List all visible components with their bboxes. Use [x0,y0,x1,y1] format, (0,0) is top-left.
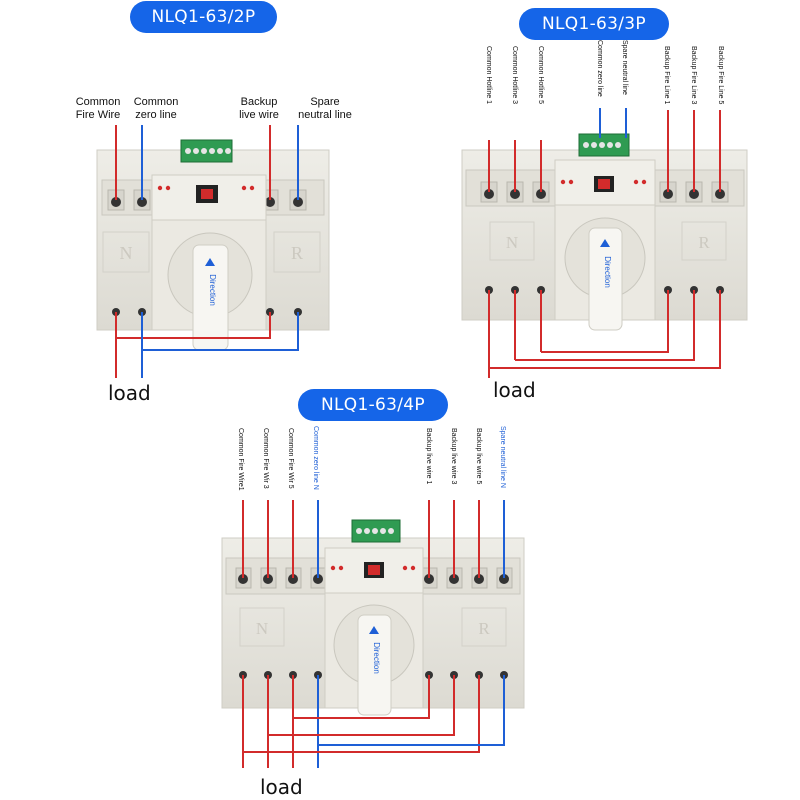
switch-4p: N R Direction [221,500,525,768]
label-3p-backup-fire-line-1: Backup Fire Line 1 [663,46,670,105]
load-label-4p: load [260,775,303,799]
knob-direction-text-4p: Direction [372,642,381,674]
label-4p-spare-neutral-line-n: Spare neutral line N [499,426,506,488]
label-3p-common-zero-line: Common zero line [596,40,603,97]
title-3p: NLQ1-63/3P [519,8,669,40]
label-4p-common-fire-wire-1: Common Fire Wire1 [237,428,244,491]
label-4p-common-fire-wir-3: Common Fire Wir 3 [262,428,269,489]
label-4p-backup-live-wire-5: Backup live wire 5 [475,428,482,485]
label-4p-backup-live-wire-1: Backup live wire 1 [425,428,432,485]
face-n-3p: N [506,233,518,252]
label-2p-common-zero-line: Common zero line [133,96,179,121]
label-2p-common-fire-wire: Common Fire Wire [75,96,121,121]
label-3p-common-hotline-5: Common Hotline 5 [537,46,544,104]
face-r-4p: R [478,619,490,638]
label-3p-backup-fire-line-5: Backup Fire Line 5 [717,46,724,105]
switch-3p: N R Direction [461,108,748,378]
face-r-2p: R [291,243,303,263]
label-4p-common-zero-line-n: Common zero line N [312,426,319,490]
label-2p-backup-live-wire: Backup live wire [239,96,279,121]
label-4p-common-fire-wir-5: Common Fire Wir 5 [287,428,294,489]
knob-direction-text: Direction [208,274,217,306]
label-2p-spare-neutral-line: Spare neutral line [298,96,352,121]
label-3p-common-hotline-3: Common Hotline 3 [511,46,518,104]
face-n-4p: N [256,619,268,638]
switch-2p: N R Direction [96,125,330,378]
label-3p-common-hotline-1: Common Hotline 1 [485,46,492,104]
label-3p-spare-neutral-line: Spare neutral line [621,40,628,95]
label-4p-backup-live-wire-3: Backup live wire 3 [450,428,457,485]
title-2p: NLQ1-63/2P [130,1,277,33]
load-label-3p: load [493,378,536,402]
face-n-2p: N [120,243,133,263]
title-4p: NLQ1-63/4P [298,389,448,421]
load-label-2p: load [108,381,151,405]
face-r-3p: R [698,233,710,252]
label-3p-backup-fire-line-3: Backup Fire Line 3 [690,46,697,105]
knob-direction-text-3p: Direction [603,256,612,288]
